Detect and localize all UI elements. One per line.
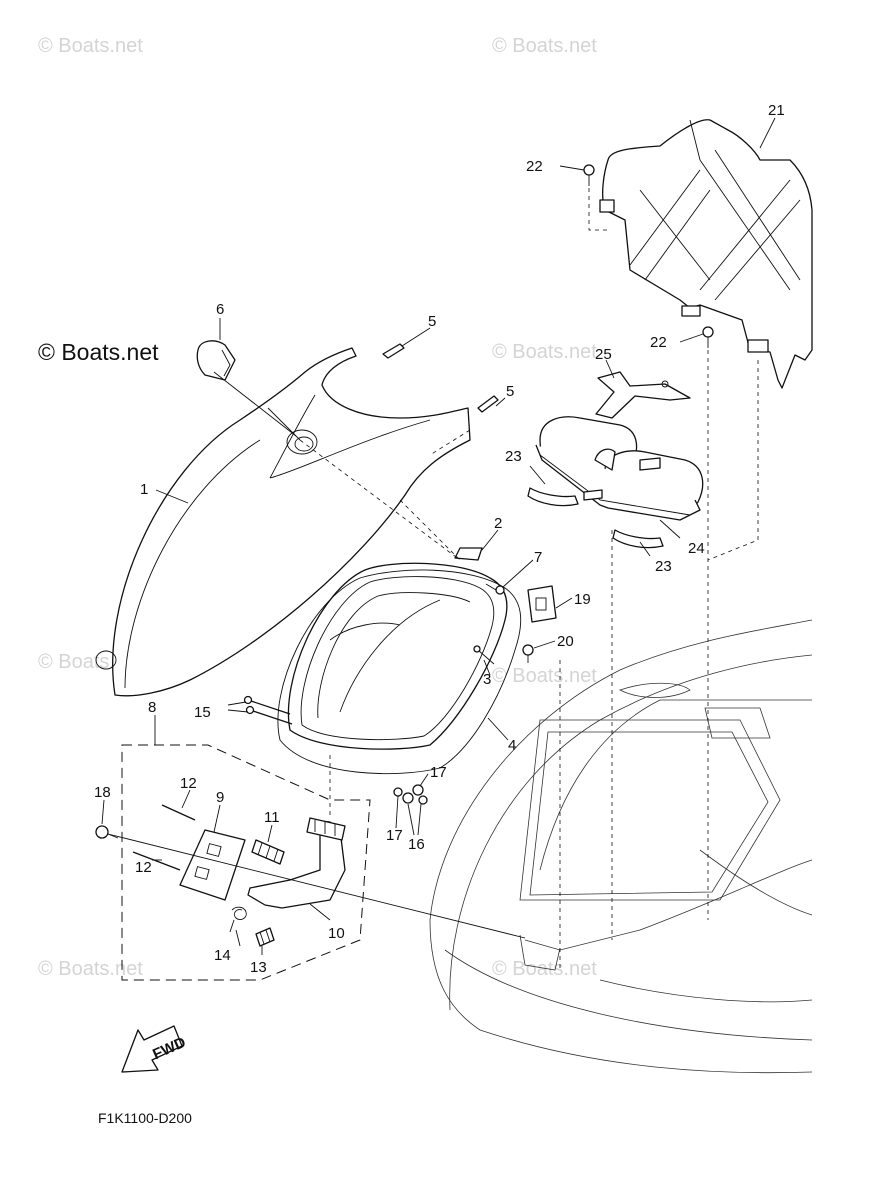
bracket-25 <box>595 371 691 419</box>
callout-12b: 12 <box>135 859 152 876</box>
callout-6: 6 <box>216 301 224 318</box>
callout-16: 16 <box>408 836 425 853</box>
callout-18: 18 <box>94 784 111 801</box>
watermark: © Boats.net <box>38 958 143 980</box>
callout-22b: 22 <box>650 334 667 351</box>
callout-17b: 17 <box>386 827 403 844</box>
watermark: © Boats.net <box>492 35 597 57</box>
pins-12 <box>132 804 196 871</box>
callout-22a: 22 <box>526 158 543 175</box>
roller-11 <box>251 839 285 865</box>
watermark: © Boats.net <box>492 665 597 687</box>
callout-5a: 5 <box>428 313 436 330</box>
fwd-arrow: FWD <box>121 1025 189 1073</box>
callout-3: 3 <box>483 671 491 688</box>
pull-knob-6 <box>196 340 236 381</box>
callout-8: 8 <box>148 699 156 716</box>
watermark: © Boats.net <box>492 341 597 363</box>
hull-outline <box>429 619 813 1074</box>
callout-23a: 23 <box>505 448 522 465</box>
watermark: © Boats.net <box>38 35 143 57</box>
shield-21 <box>599 119 813 389</box>
bolts-15 <box>243 695 293 725</box>
alignment-lines <box>299 188 759 970</box>
torsion-spring-14 <box>229 906 247 933</box>
callout-24: 24 <box>688 540 705 557</box>
hatch-gasket <box>277 569 522 775</box>
watermarks: © Boats.net © Boats.net © Boats.net © Bo… <box>38 35 597 980</box>
callout-4: 4 <box>508 737 516 754</box>
clip-19 <box>527 585 557 623</box>
storage-box-24 <box>535 416 704 521</box>
grommet-5 <box>382 343 499 413</box>
leader-lines <box>101 117 776 955</box>
screws-22 <box>583 164 714 348</box>
front-hood <box>95 347 471 697</box>
hatch-cover <box>287 547 508 750</box>
callout-5b: 5 <box>506 383 514 400</box>
callout-7: 7 <box>534 549 542 566</box>
callout-2: 2 <box>494 515 502 532</box>
callout-1: 1 <box>140 481 148 498</box>
callout-14: 14 <box>214 947 231 964</box>
callout-25: 25 <box>595 346 612 363</box>
plate-9 <box>179 829 246 901</box>
lever-10 <box>247 817 346 909</box>
spring-13 <box>255 927 275 947</box>
nuts-16-17 <box>393 784 428 805</box>
figure-code: F1K1100-D200 <box>98 1110 192 1126</box>
callout-13: 13 <box>250 959 267 976</box>
callout-15: 15 <box>194 704 211 721</box>
callout-21: 21 <box>768 102 785 119</box>
callout-19: 19 <box>574 591 591 608</box>
watermark-main: © Boats.net <box>38 339 159 365</box>
callout-23b: 23 <box>655 558 672 575</box>
callout-9: 9 <box>216 789 224 806</box>
pin-3 <box>473 645 495 665</box>
callout-20: 20 <box>557 633 574 650</box>
callout-17a: 17 <box>430 764 447 781</box>
watermark: © Boats.net <box>492 958 597 980</box>
bolt-20 <box>522 644 534 663</box>
bolt-7 <box>485 583 505 595</box>
callout-12a: 12 <box>180 775 197 792</box>
callout-11: 11 <box>264 809 280 826</box>
straps-23 <box>527 487 664 549</box>
bolt-18 <box>95 825 119 839</box>
callouts: 1 2 3 4 5 5 6 7 8 9 10 11 12 12 13 14 15… <box>94 102 785 976</box>
callout-10: 10 <box>328 925 345 942</box>
